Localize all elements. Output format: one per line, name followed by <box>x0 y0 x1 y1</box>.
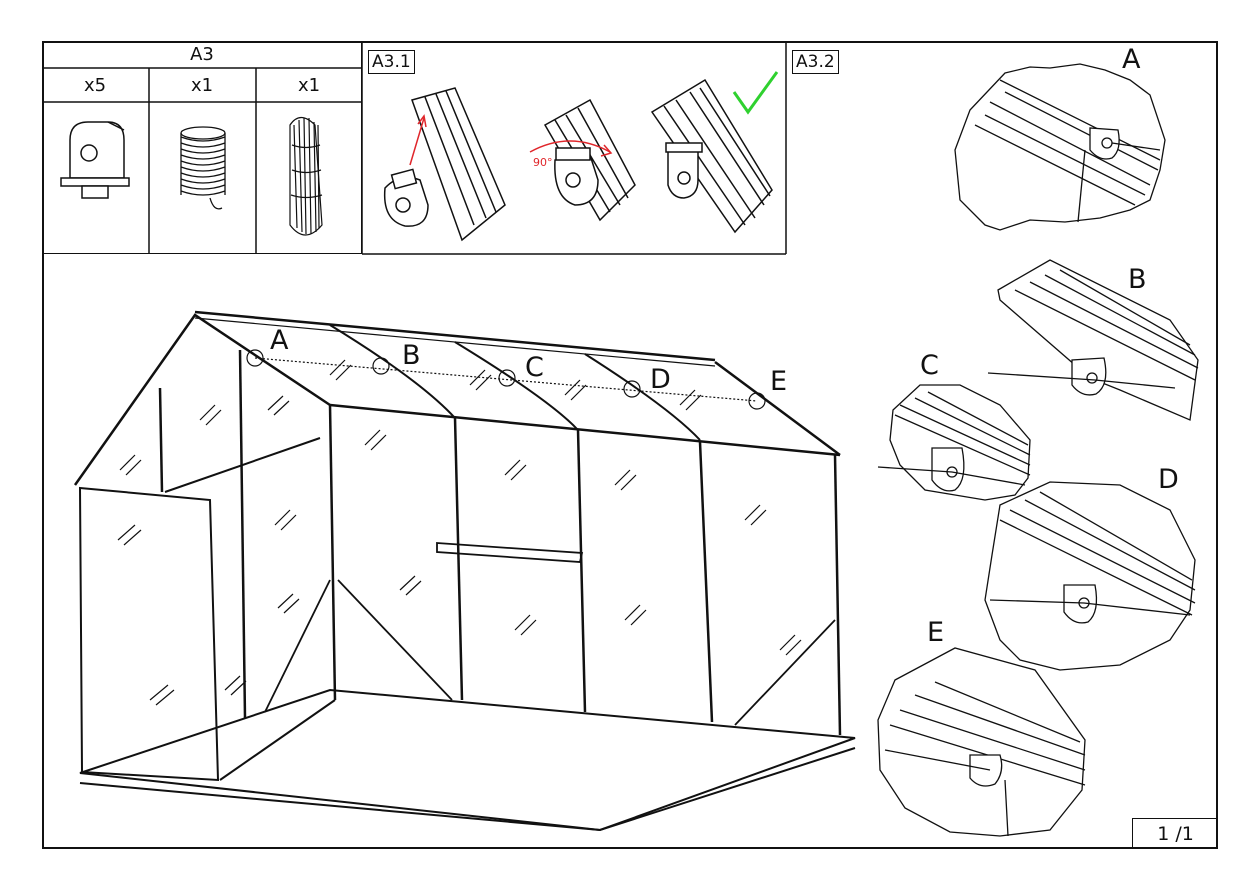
step-1-insert-illustration <box>383 87 506 242</box>
part-qty-spring: x1 <box>190 75 214 96</box>
callout-markers <box>246 349 766 410</box>
step-label-a3-2: A3.2 <box>792 50 839 74</box>
spring-coil-icon <box>180 126 226 210</box>
callout-letter-a: A <box>270 325 289 356</box>
step-3-complete-illustration <box>650 78 773 234</box>
zoom-label-b: B <box>1128 264 1147 295</box>
drawing-frame <box>42 41 1218 849</box>
parts-table-title: A3 <box>190 44 214 65</box>
zoom-detail-d <box>984 481 1196 671</box>
zoom-label-d: D <box>1158 464 1179 495</box>
glass-reflection-marks <box>117 359 802 706</box>
callout-letter-b: B <box>402 340 421 371</box>
wire-bundle-icon <box>289 116 323 236</box>
zoom-detail-e <box>877 647 1086 837</box>
zoom-detail-c <box>877 384 1031 501</box>
callout-letter-c: C <box>525 352 544 383</box>
greenhouse-illustration <box>73 310 856 832</box>
zoom-label-e: E <box>927 617 945 648</box>
clip-icon <box>60 121 130 199</box>
zoom-label-c: C <box>920 350 939 381</box>
zoom-detail-a <box>954 63 1166 231</box>
part-qty-clip: x5 <box>83 75 107 96</box>
zoom-label-a: A <box>1122 44 1141 75</box>
callout-letter-d: D <box>650 364 671 395</box>
step-label-a3-1: A3.1 <box>368 50 415 74</box>
step-2-rotate-illustration <box>529 98 636 222</box>
page-number: 1 /1 <box>1132 818 1218 849</box>
checkmark-icon <box>732 71 779 115</box>
callout-letter-e: E <box>770 366 788 397</box>
zoom-detail-b <box>987 259 1199 421</box>
part-qty-wire: x1 <box>297 75 321 96</box>
rotation-angle-label: 90° <box>533 156 553 169</box>
